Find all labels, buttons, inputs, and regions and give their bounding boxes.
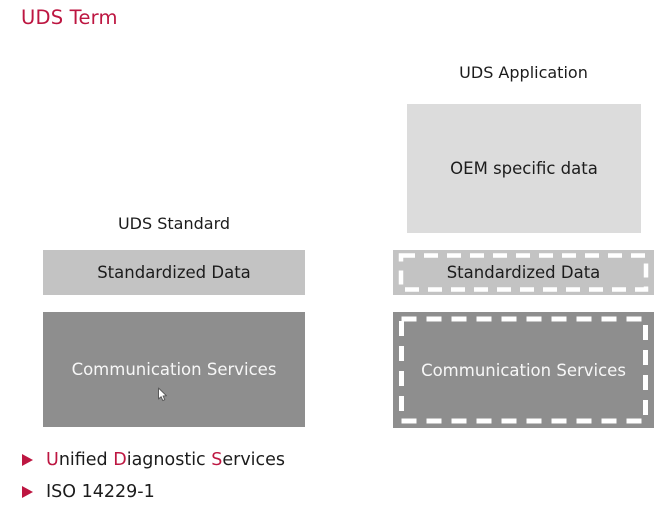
box-label: Communication Services bbox=[71, 360, 277, 379]
bullet-text: Unified Diagnostic Services bbox=[46, 450, 285, 470]
page-title: UDS Term bbox=[21, 6, 118, 29]
bullet-text-segment: U bbox=[46, 450, 59, 470]
box-standardized-data-right: Standardized Data bbox=[393, 250, 654, 295]
uds-application-label: UDS Application bbox=[459, 63, 588, 82]
box-communication-services-right: Communication Services bbox=[393, 312, 654, 428]
box-standardized-data-left: Standardized Data bbox=[43, 250, 305, 295]
box-label: OEM specific data bbox=[450, 159, 598, 178]
box-oem-specific-data: OEM specific data bbox=[407, 104, 641, 233]
bullet-list: Unified Diagnostic Services ISO 14229-1 bbox=[22, 449, 285, 503]
bullet-item: Unified Diagnostic Services bbox=[22, 449, 285, 471]
box-communication-services-left: Communication Services bbox=[43, 312, 305, 427]
bullet-text: ISO 14229-1 bbox=[46, 482, 155, 502]
bullet-text-segment: S bbox=[211, 450, 223, 470]
bullet-text-segment: iagnostic bbox=[126, 450, 212, 470]
bullet-text-segment: ISO 14229-1 bbox=[46, 482, 155, 502]
box-label: Standardized Data bbox=[97, 263, 251, 282]
uds-standard-label: UDS Standard bbox=[117, 214, 231, 233]
bullet-text-segment: D bbox=[113, 450, 127, 470]
mouse-cursor-icon bbox=[158, 387, 167, 402]
box-label: Standardized Data bbox=[446, 263, 601, 282]
bullet-triangle-icon bbox=[22, 486, 33, 498]
box-label: Communication Services bbox=[421, 360, 626, 380]
bullet-item: ISO 14229-1 bbox=[22, 481, 285, 503]
bullet-triangle-icon bbox=[22, 454, 33, 466]
bullet-text-segment: nified bbox=[58, 450, 114, 470]
bullet-text-segment: ervices bbox=[222, 450, 286, 470]
